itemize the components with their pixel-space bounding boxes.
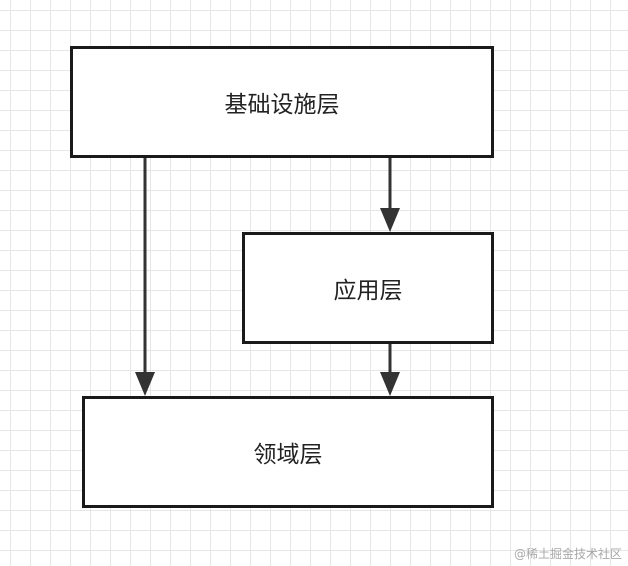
watermark: @稀土掘金技术社区 [513, 547, 622, 561]
node-domain-layer[interactable]: 领域层 [82, 396, 494, 508]
node-infrastructure-layer[interactable]: 基础设施层 [70, 46, 494, 158]
node-application-layer[interactable]: 应用层 [242, 232, 494, 344]
node-label: 领域层 [253, 442, 323, 468]
arrowhead-app-to-domain [380, 372, 400, 396]
node-label: 应用层 [333, 278, 403, 304]
arrowhead-infra-to-app [380, 208, 400, 232]
node-label: 基础设施层 [224, 92, 340, 118]
arrowhead-infra-to-domain [135, 372, 155, 396]
